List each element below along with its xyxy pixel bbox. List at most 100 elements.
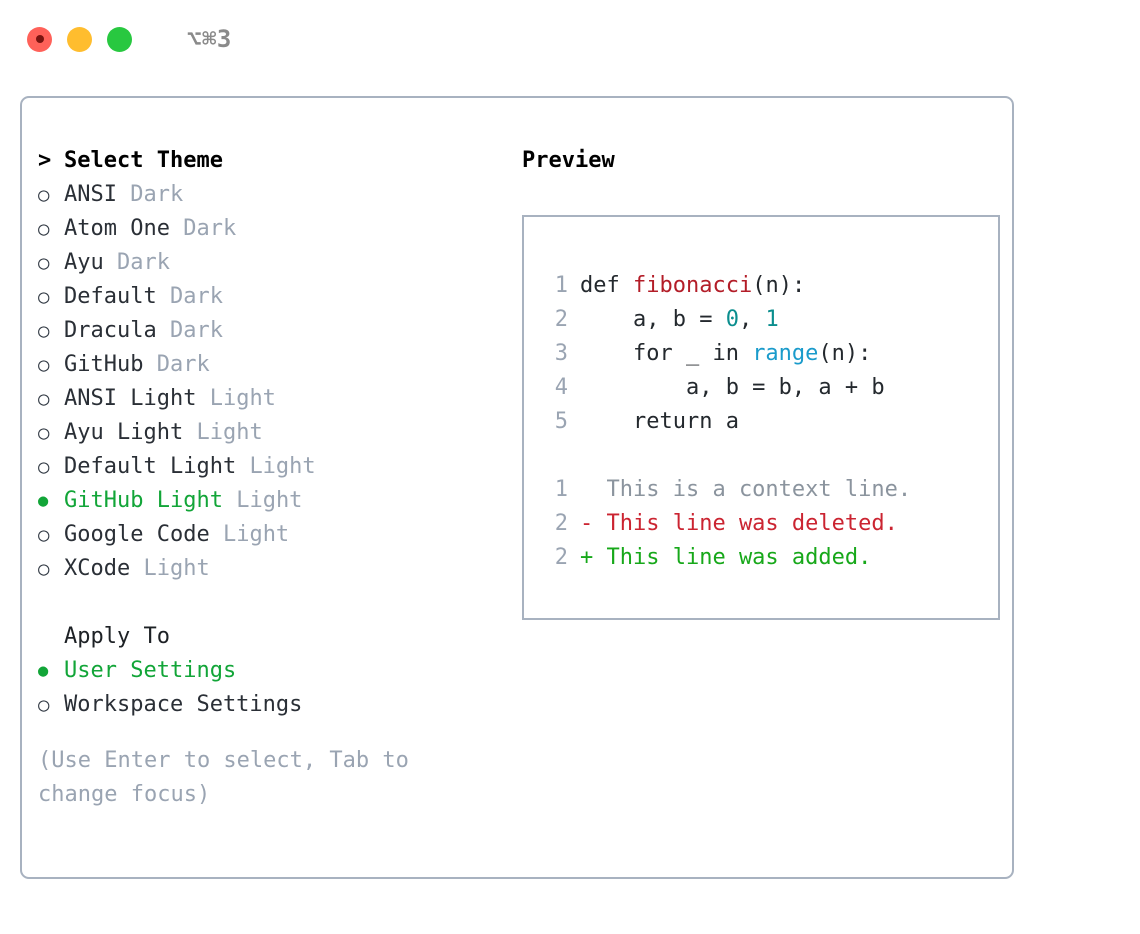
theme-option-kind: Dark: [183, 216, 237, 241]
label-gap: [157, 314, 170, 348]
line-number: 2: [554, 511, 568, 536]
label-gap: [104, 246, 117, 280]
theme-option-label: Atom One: [64, 216, 170, 241]
code-token-plain: a, b =: [580, 307, 726, 332]
theme-option-row[interactable]: ○ Ayu Dark: [38, 246, 508, 280]
theme-option-kind: Light: [196, 420, 263, 445]
label-gap: [183, 416, 196, 450]
preview-title: Preview: [522, 148, 615, 173]
code-token-call: range: [752, 341, 819, 366]
label-gap: [170, 212, 183, 246]
code-token-plain: (n):: [818, 341, 872, 366]
radio-unselected-icon: ○: [38, 388, 50, 410]
theme-option-row[interactable]: ○Default Light Light: [38, 450, 508, 484]
theme-option-row[interactable]: ○ANSI Light Light: [38, 382, 508, 416]
label-gap: [196, 382, 209, 416]
theme-option-kind: Dark: [169, 318, 223, 343]
theme-option-kind: Light: [249, 454, 316, 479]
theme-option-kind: Dark: [169, 284, 223, 309]
theme-option-label: Default: [64, 284, 157, 309]
code-token-plain: a, b = b, a + b: [580, 375, 885, 400]
apply-to-header-label: Apply To: [64, 624, 170, 649]
code-token-num: 1: [765, 307, 779, 332]
theme-option-list: ○ANSI Dark○Atom One Dark○Ayu Dark○Defaul…: [38, 178, 508, 586]
theme-list-column: >Select Theme ○ANSI Dark○Atom One Dark○A…: [38, 144, 508, 812]
radio-unselected-icon: ○: [38, 286, 50, 308]
label-gap: [236, 450, 249, 484]
diff-sample: 1 This is a context line. 2 - This line wa…: [540, 473, 998, 575]
theme-option-row[interactable]: ● GitHub Light Light: [38, 484, 508, 518]
theme-option-row[interactable]: ○ Default Dark: [38, 280, 508, 314]
theme-option-row[interactable]: ○ Google Code Light: [38, 518, 508, 552]
line-number: 2: [554, 545, 568, 570]
apply-to-option-row[interactable]: ● User Settings: [38, 654, 508, 688]
theme-option-label: Google Code: [64, 522, 210, 547]
theme-option-row[interactable]: ○ Ayu Light Light: [38, 416, 508, 450]
radio-selected-icon: ●: [38, 491, 49, 511]
theme-option-row[interactable]: ○ ANSI Dark: [38, 178, 508, 212]
theme-option-kind: Light: [222, 522, 290, 547]
label-gap: [157, 280, 170, 314]
radio-unselected-icon: ○: [38, 422, 50, 444]
theme-option-kind: Dark: [130, 182, 184, 207]
apply-to-header: Apply To: [38, 620, 508, 654]
diff-line: 2 - This line was deleted.: [540, 507, 998, 541]
close-button[interactable]: [27, 26, 52, 52]
radio-unselected-icon: ○: [38, 354, 50, 376]
apply-to-option-label: User Settings: [64, 658, 237, 683]
radio-selected-icon: ●: [38, 661, 49, 681]
select-theme-header-label: Select Theme: [64, 148, 223, 173]
theme-option-kind: Dark: [156, 352, 210, 377]
label-gap: [143, 348, 156, 382]
maximize-button[interactable]: [107, 26, 132, 52]
radio-unselected-icon: ○: [38, 320, 50, 342]
line-number: 1: [554, 273, 568, 298]
code-token-plain: return a: [580, 409, 739, 434]
radio-unselected-icon: ○: [38, 184, 50, 206]
theme-option-label: ANSI: [64, 182, 117, 207]
line-number: 4: [554, 375, 568, 400]
theme-option-label: Dracula: [64, 318, 157, 343]
theme-option-label: GitHub: [64, 352, 144, 377]
theme-option-row[interactable]: ○Atom One Dark: [38, 212, 508, 246]
diff-line-text: - This line was deleted.: [580, 511, 898, 536]
theme-option-row[interactable]: ○XCode Light: [38, 552, 508, 586]
theme-option-label: GitHub Light: [64, 488, 223, 513]
theme-option-row[interactable]: ○ GitHub Dark: [38, 348, 508, 382]
line-number: 3: [554, 341, 568, 366]
list-spacer: [38, 586, 508, 620]
code-line-text: a, b = b, a + b: [580, 371, 885, 405]
radio-unselected-icon: ○: [38, 456, 50, 478]
minimize-button[interactable]: [67, 26, 92, 52]
title-bar: ⌥⌘3: [0, 0, 1140, 78]
apply-to-option-list: ● User Settings ○Workspace Settings: [38, 654, 508, 722]
radio-unselected-icon: ○: [38, 252, 50, 274]
diff-line: 2+ This line was added.: [540, 541, 998, 575]
theme-option-label: Ayu Light: [64, 420, 184, 445]
theme-option-kind: Light: [236, 488, 303, 513]
code-line: 4 a, b = b, a + b: [540, 371, 998, 405]
code-line-text: return a: [580, 405, 739, 439]
diff-line-text: This is a context line.: [580, 477, 912, 502]
theme-option-row[interactable]: ○ Dracula Dark: [38, 314, 508, 348]
theme-option-kind: Dark: [117, 250, 170, 275]
apply-to-option-label: Workspace Settings: [64, 692, 303, 717]
code-line-text: a, b = 0, 1: [580, 303, 779, 337]
code-line: 5 return a: [540, 405, 998, 439]
preview-gap: [540, 439, 998, 473]
code-token-plain: for _ in: [580, 341, 753, 366]
radio-unselected-icon: ○: [38, 524, 50, 546]
code-token-plain: def: [580, 273, 633, 298]
theme-option-label: Ayu: [64, 250, 104, 275]
label-gap: [130, 552, 143, 586]
diff-line: 1 This is a context line.: [540, 473, 998, 507]
code-token-plain: ,: [738, 307, 766, 332]
line-number: 2: [554, 307, 568, 332]
window-shortcut-label: ⌥⌘3: [187, 25, 232, 53]
apply-to-option-row[interactable]: ○Workspace Settings: [38, 688, 508, 722]
